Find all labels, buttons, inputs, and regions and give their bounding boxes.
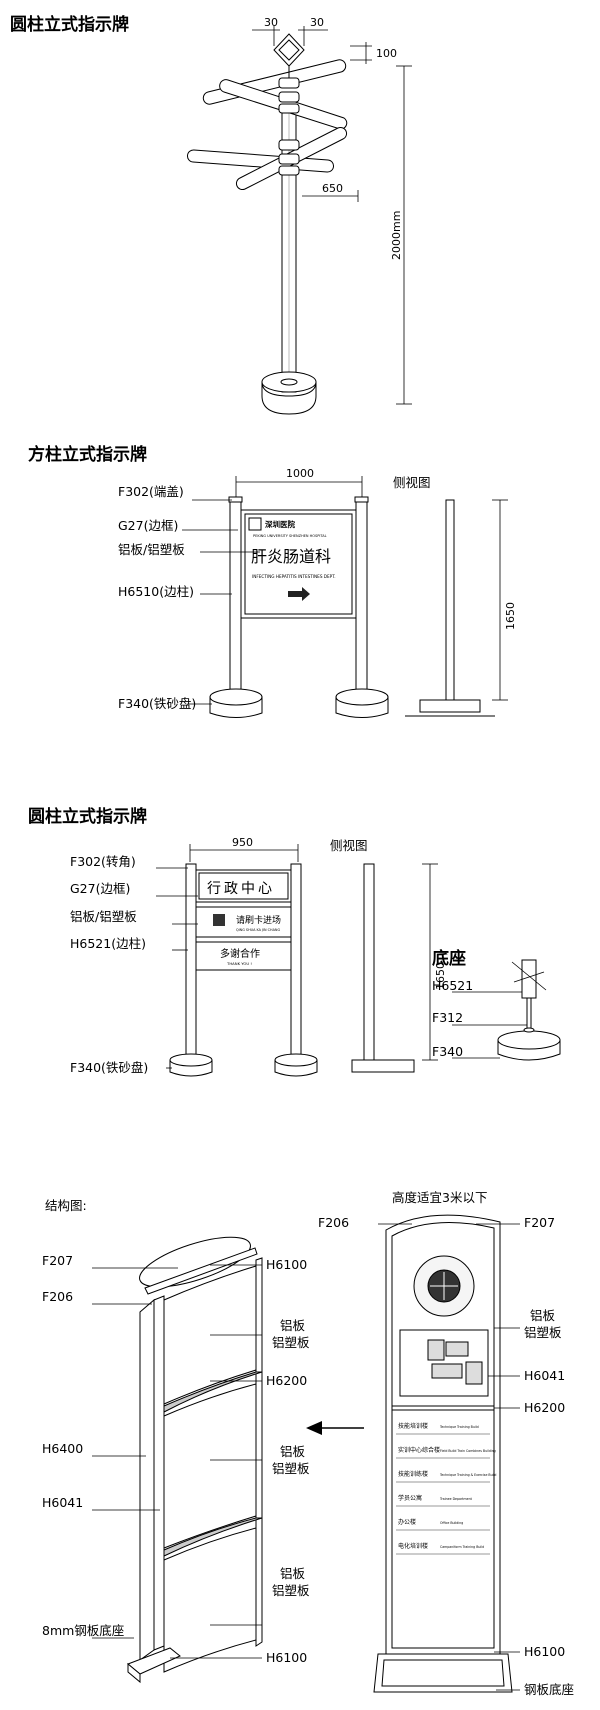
s2-width: 1000 (286, 467, 314, 480)
s2-label-base-disk: F340(铁砂盘) (118, 696, 196, 711)
dir-item-5-en: Office Building (440, 1521, 463, 1525)
s4-right-label-al-2: 铝板 (280, 1444, 306, 1459)
s4-right-label-acp-2: 铝塑板 (272, 1461, 310, 1476)
section1-dimension-lines (252, 26, 412, 404)
section3-leader-lines (156, 844, 546, 1068)
s4-structure-title: 结构图: (45, 1198, 87, 1213)
s4-right-label-al-3: 铝板 (280, 1566, 306, 1581)
s2-sign-english-text: INFECTING HEPATITIS INTESTINES DEPT. (252, 574, 336, 579)
s3-base-title: 底座 (432, 948, 466, 969)
dir-item-1-en: Technique Training Build (439, 1425, 479, 1429)
s4-totem-label-h6041: H6041 (524, 1368, 565, 1383)
s3-label-corner: F302(转角) (70, 854, 136, 869)
s4-totem-label-acp: 铝塑板 (524, 1325, 562, 1340)
s3-base-label-2: F312 (432, 1010, 463, 1025)
s4-height-note: 高度适宜3米以下 (392, 1190, 487, 1205)
s3-label-panel: 铝板/铝塑板 (70, 909, 137, 924)
s2-height: 1650 (504, 602, 517, 630)
left-arrow-icon (306, 1421, 364, 1435)
dim-arm-height: 100 (376, 47, 397, 60)
s4-left-label-h6041: H6041 (42, 1495, 83, 1510)
s4-left-label-f206: F206 (42, 1289, 73, 1304)
s4-left-leader-lines (92, 1265, 262, 1658)
s4-right-label-h6200: H6200 (266, 1373, 307, 1388)
s4-totem-label-al: 铝板 (530, 1308, 556, 1323)
s2-label-end-cap: F302(端盖) (118, 484, 184, 499)
s3-panel-2-text: 请刷卡进场 (236, 914, 281, 926)
s3-base-label-1: H6521 (432, 978, 473, 993)
s3-side-view-label: 侧视图 (330, 838, 368, 853)
s4-right-label-acp-1: 铝塑板 (272, 1335, 310, 1350)
section2-leader-lines (182, 476, 508, 704)
s3-panel-3-text: 多谢合作 (220, 947, 260, 960)
dir-item-1-cn: 技能培训楼 (398, 1422, 428, 1430)
s3-panel-3-english: THANK YOU ! (226, 961, 252, 966)
s4-assembled-leader-lines (378, 1224, 520, 1690)
s3-panel-2-english: QING SHUA KA JIN CHANG (236, 928, 280, 932)
s3-width: 950 (232, 836, 253, 849)
s4-totem-label-h6100: H6100 (524, 1644, 565, 1659)
s2-sign-main-text: 肝炎肠道科 (251, 547, 331, 566)
exploded-structure-drawing (128, 1227, 262, 1682)
round-pole-sign-drawing (187, 34, 346, 414)
dir-item-2-en: Field Build Train Combines Building (440, 1449, 496, 1453)
s3-label-base-disk: F340(铁砂盘) (70, 1060, 148, 1075)
round-pole-directory-drawing (170, 864, 560, 1076)
s4-right-label-h6100-top: H6100 (266, 1257, 307, 1272)
dir-item-6-cn: 电化培训楼 (398, 1542, 428, 1550)
s4-right-label-al-1: 铝板 (280, 1318, 306, 1333)
s3-panel-1-text: 行政中心 (207, 881, 275, 897)
s4-left-label-f207: F207 (42, 1253, 73, 1268)
section2-title: 方柱立式指示牌 (28, 444, 147, 465)
dir-item-3-cn: 技能训练楼 (398, 1470, 428, 1478)
dim-total-height: 2000mm (390, 211, 403, 260)
dim-arm-length: 650 (322, 182, 343, 195)
s2-side-view-label: 侧视图 (393, 475, 431, 490)
s4-totem-label-h6200: H6200 (524, 1400, 565, 1415)
s3-height: 1650 (434, 962, 447, 990)
s2-sign-logo-subtext: PEKING UNIVERSITY SHENZHEN HOSPITAL (253, 534, 327, 538)
s2-label-panel: 铝板/铝塑板 (118, 542, 185, 557)
s2-label-side-post: H6510(边柱) (118, 584, 194, 599)
dim-top-right: 30 (310, 16, 324, 29)
section3-title: 圆柱立式指示牌 (28, 806, 147, 827)
s4-totem-label-f207: F207 (524, 1215, 555, 1230)
dir-item-2-cn: 实训中心综合楼 (398, 1446, 440, 1454)
s4-right-label-h6100-bottom: H6100 (266, 1650, 307, 1665)
s4-totem-label-f206: F206 (318, 1215, 349, 1230)
s2-label-frame: G27(边框) (118, 518, 178, 533)
s4-left-label-base: 8mm钢板底座 (42, 1623, 124, 1638)
s4-left-label-h6400: H6400 (42, 1441, 83, 1456)
s2-sign-logo-text: 深圳医院 (265, 519, 295, 529)
dir-item-3-en: Technique Training & Exercise Build (439, 1473, 496, 1477)
assembled-totem-drawing (374, 1215, 512, 1692)
dir-item-5-cn: 办公楼 (398, 1518, 416, 1526)
dir-item-4-en: Trainee Department (439, 1497, 473, 1501)
dir-item-6-en: Campaniform Training Build (440, 1545, 484, 1549)
s4-totem-label-steel-base: 钢板底座 (524, 1682, 574, 1697)
dir-item-4-cn: 学员公寓 (398, 1494, 422, 1502)
s3-label-side-post: H6521(边柱) (70, 936, 146, 951)
s3-base-label-3: F340 (432, 1044, 463, 1059)
square-pole-sign-drawing (210, 497, 495, 718)
dim-top-left: 30 (264, 16, 278, 29)
s3-label-frame: G27(边框) (70, 881, 130, 896)
section1-title: 圆柱立式指示牌 (10, 14, 129, 35)
s4-right-label-acp-3: 铝塑板 (272, 1583, 310, 1598)
